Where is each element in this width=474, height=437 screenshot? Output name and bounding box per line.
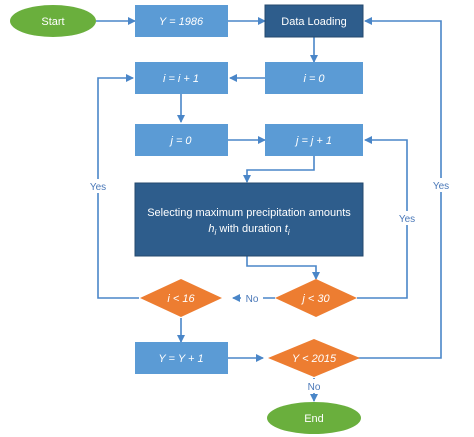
year-check-decision: Y < 2015 — [268, 339, 360, 377]
selecting-box: Selecting maximum precipitation amounts … — [134, 182, 364, 257]
j-inc-box: j = j + 1 — [265, 124, 363, 156]
nodes: Start Y = 1986 Data Loading i = 0 i = i … — [10, 4, 364, 434]
selecting-line2: hi with duration ti — [208, 223, 289, 237]
i-inc-box: i = i + 1 — [135, 62, 228, 94]
i-init-label: i = 0 — [303, 73, 325, 85]
start-label: Start — [41, 16, 64, 28]
end-terminator: End — [267, 402, 361, 434]
j-check-label: j < 30 — [300, 293, 330, 305]
i-check-decision: i < 16 — [140, 279, 222, 317]
selecting-dur: t — [285, 223, 289, 235]
j-init-box: j = 0 — [135, 124, 228, 156]
edge-labels: Yes Yes Yes No No — [86, 178, 453, 393]
year-init-box: Y = 1986 — [135, 5, 228, 37]
i-check-label: i < 16 — [167, 293, 195, 305]
i-loop-yes-label: Yes — [90, 182, 106, 193]
j-check-decision: j < 30 — [275, 279, 357, 317]
j-init-label: j = 0 — [168, 135, 192, 147]
year-init-label: Y = 1986 — [159, 16, 204, 28]
selecting-var-sub: i — [215, 228, 217, 237]
end-label: End — [304, 413, 324, 425]
i-inc-label: i = i + 1 — [163, 73, 199, 85]
edge-j-inc-to-selecting — [243, 156, 315, 183]
j-inc-label: j = j + 1 — [294, 135, 332, 147]
j-check-no-label: No — [246, 294, 259, 305]
j-loop-yes-label: Yes — [399, 214, 415, 225]
data-loading-label: Data Loading — [281, 16, 346, 28]
start-terminator: Start — [10, 5, 96, 37]
edge-selecting-to-j-check — [246, 256, 320, 280]
year-loop-yes-label: Yes — [433, 181, 449, 192]
year-check-label: Y < 2015 — [292, 353, 337, 365]
year-check-no-label: No — [308, 382, 321, 393]
selecting-dur-sub: i — [288, 228, 290, 237]
year-inc-label: Y = Y + 1 — [158, 353, 203, 365]
data-loading-box: Data Loading — [264, 4, 364, 38]
selecting-line1: Selecting maximum precipitation amounts — [147, 207, 351, 219]
i-init-box: i = 0 — [265, 62, 363, 94]
year-inc-box: Y = Y + 1 — [135, 342, 228, 374]
selecting-var: h — [208, 223, 214, 235]
edge-year-check-yes-loop — [357, 17, 442, 359]
selecting-mid: with duration — [216, 223, 284, 235]
